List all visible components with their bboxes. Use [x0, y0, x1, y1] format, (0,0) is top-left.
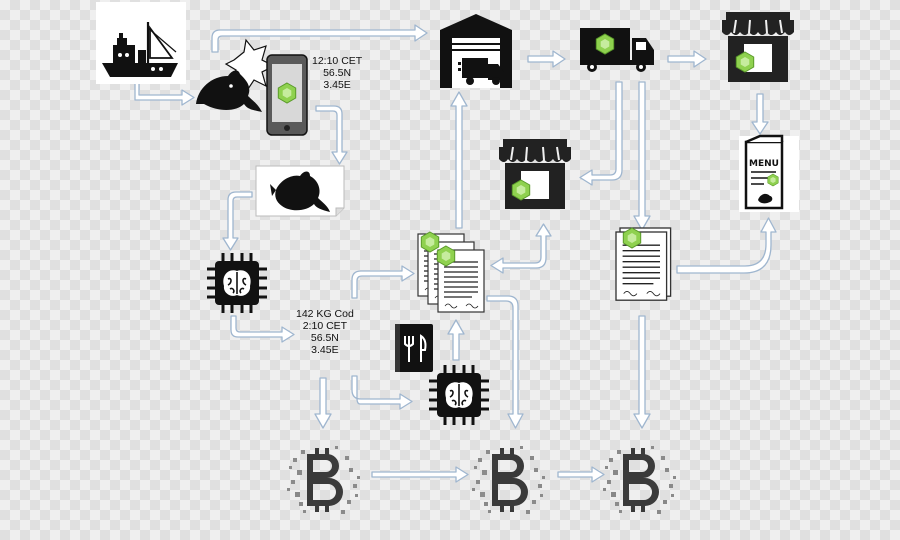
blockchain-block-1-icon — [287, 446, 360, 514]
phone-location-readout: 12:10 CET 56.5N 3.45E — [312, 55, 362, 91]
arrow-chip2-to-docs — [447, 319, 465, 361]
arrow-invoice-to-menu — [676, 217, 777, 274]
invoice-document-icon — [615, 227, 672, 301]
arrow-truck-to-invoice — [633, 81, 651, 231]
arrow-store-to-menu — [751, 93, 769, 135]
arrow-docs-to-block2 — [486, 295, 524, 429]
retail-store-icon — [721, 11, 795, 83]
arrow-label-to-docs — [351, 265, 415, 299]
arrow-truck-to-store — [667, 50, 707, 68]
arrow-shop-to-docs — [490, 223, 552, 274]
arrow-docs-to-warehouse — [450, 91, 468, 229]
arrow-phone-to-photo — [315, 105, 348, 165]
delivery-truck-icon — [580, 28, 654, 72]
phone-latitude: 56.5N — [323, 67, 352, 79]
flow-arrows — [134, 24, 777, 483]
catch-record-readout: 142 KG Cod 2:10 CET 56.5N 3.45E — [296, 308, 354, 356]
catch-weight: 142 KG Cod — [296, 308, 354, 320]
blockchain-block-3-icon — [603, 446, 676, 514]
phone-longitude: 3.45E — [323, 79, 351, 91]
arrow-warehouse-to-truck — [527, 50, 566, 68]
fish-photo-icon — [255, 165, 345, 217]
caught-fish-icon — [196, 38, 276, 112]
phone-time: 12:10 CET — [312, 55, 363, 67]
arrow-block1-to-block2 — [371, 466, 469, 483]
arrow-boat-to-fish — [134, 79, 195, 106]
restaurant-guide-icon — [395, 324, 433, 372]
blockchain-block-2-icon — [472, 446, 545, 514]
arrow-block2-to-block3 — [557, 466, 605, 483]
fishing-boat-icon — [96, 2, 186, 84]
warehouse-icon — [440, 14, 512, 88]
catch-longitude: 3.45E — [311, 344, 339, 356]
certificate-documents-icon — [417, 231, 485, 313]
ai-chip-verify-icon — [427, 363, 491, 427]
arrow-photo-to-chip — [222, 191, 253, 251]
arrow-chip-to-label — [230, 315, 295, 343]
restaurant-menu-icon: MENU — [739, 134, 799, 212]
arrow-invoice-to-block3 — [633, 315, 651, 429]
arrow-label-to-chip2 — [351, 375, 413, 410]
smartphone-icon — [266, 54, 308, 136]
arrow-label-to-block1 — [314, 377, 332, 429]
arrow-truck-to-shop — [579, 81, 623, 186]
catch-time: 2:10 CET — [302, 320, 348, 332]
menu-title-text: MENU — [749, 159, 779, 169]
ai-chip-icon — [205, 251, 269, 315]
catch-latitude: 56.5N — [310, 332, 339, 344]
fish-market-store-icon — [498, 138, 572, 210]
arrow-to-warehouse — [211, 24, 428, 53]
